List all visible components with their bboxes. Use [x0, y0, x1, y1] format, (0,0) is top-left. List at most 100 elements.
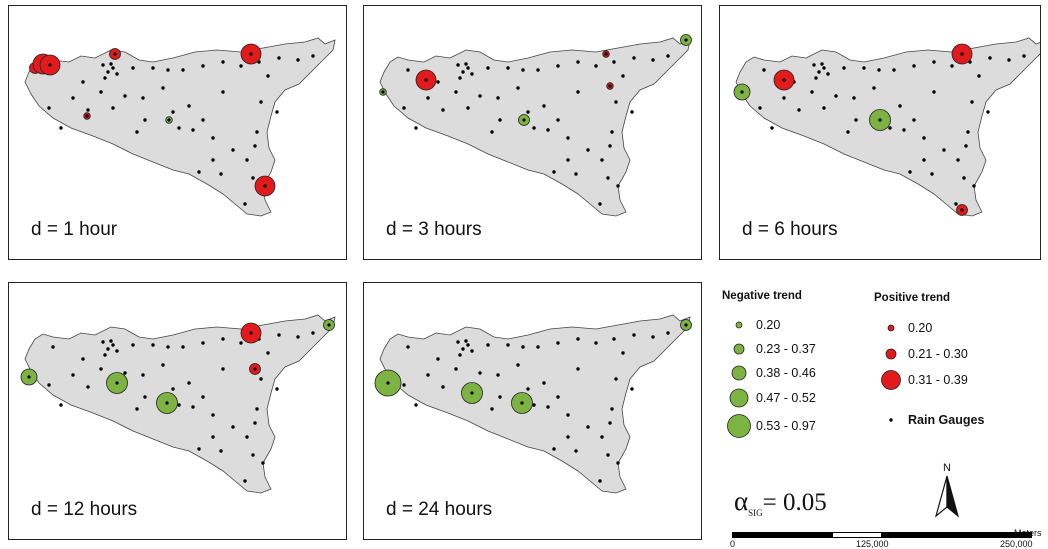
rain-gauge-point — [414, 403, 418, 407]
trend-symbol-center-dot — [381, 90, 385, 94]
rain-gauge-point — [556, 64, 560, 68]
alpha-symbol: α — [734, 486, 749, 516]
neg-circle-5 — [727, 414, 751, 438]
rain-gauge-point — [498, 395, 502, 399]
rain-gauge-point — [552, 170, 556, 174]
rain-gauge-point — [231, 425, 235, 429]
rain-gauge-point — [962, 176, 966, 180]
rain-gauge-point — [166, 345, 170, 349]
rain-gauge-point — [221, 367, 225, 371]
neg-circle-3 — [731, 365, 747, 381]
rain-gauge-point — [231, 148, 235, 152]
rain-gauge-point — [99, 367, 103, 371]
rain-gauge-point — [542, 104, 546, 108]
rain-gauge-point — [862, 66, 866, 70]
rain-gauge-point — [614, 100, 618, 104]
rain-gauge-point — [556, 341, 560, 345]
rain-gauge-point — [171, 110, 175, 114]
rain-gauge-point — [532, 126, 536, 130]
rain-gauge-point — [461, 347, 465, 351]
rain-gauge-point — [632, 56, 636, 60]
rain-gauge-point — [426, 373, 430, 377]
rain-gauge-point — [141, 373, 145, 377]
rain-gauge-point — [402, 106, 406, 110]
legend-gauge-item: Rain Gauges — [874, 408, 984, 432]
rain-gauge-point — [71, 373, 75, 377]
rain-gauge-point — [586, 148, 590, 152]
rain-gauge-point — [441, 108, 445, 112]
rain-gauge-point — [770, 126, 774, 130]
rain-gauge-point — [536, 68, 540, 72]
rain-gauge-point — [277, 333, 281, 337]
rain-gauge-point — [436, 80, 440, 84]
trend-symbol-center-dot — [386, 381, 390, 385]
rain-gauge-point — [109, 339, 113, 343]
rain-gauge-point — [1007, 58, 1011, 62]
legend-neg-label-1: 0.20 — [756, 318, 781, 332]
panel-label-d6: d = 6 hours — [742, 219, 838, 240]
rain-gauge-point — [970, 100, 974, 104]
rain-gauge-point — [201, 64, 205, 68]
trend-symbol-center-dot — [253, 367, 257, 371]
rain-gauge-point — [123, 94, 127, 98]
rain-gauge-point — [762, 68, 766, 72]
north-label: N — [943, 462, 951, 474]
rain-gauge-point — [616, 461, 620, 465]
rain-gauge-point — [496, 96, 500, 100]
rain-gauge-point — [161, 363, 165, 367]
rain-gauge-point — [143, 395, 147, 399]
rain-gauge-point — [131, 66, 135, 70]
rain-gauge-point — [898, 104, 902, 108]
legend-positive-item: 0.21 - 0.30 — [874, 342, 968, 366]
rain-gauge-point — [464, 62, 468, 66]
rain-gauge-point — [71, 96, 75, 100]
rain-gauge-point — [181, 345, 185, 349]
rain-gauge-point — [59, 126, 63, 130]
rain-gauge-point — [532, 403, 536, 407]
rain-gauge-point — [566, 413, 570, 417]
rain-gauge-point — [86, 385, 90, 389]
rain-gauge-point — [912, 118, 916, 122]
rain-gauge-point — [608, 421, 612, 425]
rain-gauge-point — [51, 345, 55, 349]
legend-symbol-neg-5 — [722, 414, 756, 438]
rain-gauge-point — [259, 100, 263, 104]
panel-label-d24: d = 24 hours — [386, 499, 493, 520]
rain-gauge-point — [266, 74, 270, 78]
rain-gauge-point — [822, 106, 826, 110]
rain-gauge-point — [612, 60, 616, 64]
rain-gauge-point — [630, 110, 634, 114]
trend-symbol-center-dot — [522, 118, 526, 122]
rain-gauge-point — [797, 108, 801, 112]
rain-gauge-point — [616, 184, 620, 188]
rain-gauge-point — [600, 158, 604, 162]
rain-gauge-point — [566, 136, 570, 140]
trend-symbol-center-dot — [249, 52, 253, 56]
trend-symbol-center-dot — [327, 323, 331, 327]
neg-circle-1 — [735, 321, 743, 329]
rain-gauge-point — [556, 118, 560, 122]
rain-gauge-point — [141, 96, 145, 100]
rain-gauge-point — [892, 68, 896, 72]
rain-gauge-point — [131, 343, 135, 347]
rain-gauge-point — [466, 343, 470, 347]
neg-circle-4 — [729, 388, 749, 408]
rain-gauge-point — [566, 435, 570, 439]
rain-gauge-point — [922, 158, 926, 162]
scale-segment-2 — [832, 532, 882, 538]
trend-symbol-center-dot — [165, 401, 169, 405]
sicily-landmass — [735, 37, 1040, 217]
pos-circle-3 — [881, 370, 901, 390]
rain-gauge-point — [458, 353, 462, 357]
rain-gauge-point — [81, 357, 85, 361]
legend-symbol-pos-2 — [874, 342, 908, 366]
neg-circle-2 — [733, 343, 745, 355]
rain-gauge-point — [239, 341, 243, 345]
rain-gauge-point — [103, 353, 107, 357]
rain-gauge-point — [101, 340, 105, 344]
rain-gauge-point — [243, 479, 247, 483]
rain-gauge-point — [106, 347, 110, 351]
rain-gauge-point — [456, 63, 460, 67]
rain-gauge-point — [470, 72, 474, 76]
rain-gauge-point — [1022, 54, 1026, 58]
